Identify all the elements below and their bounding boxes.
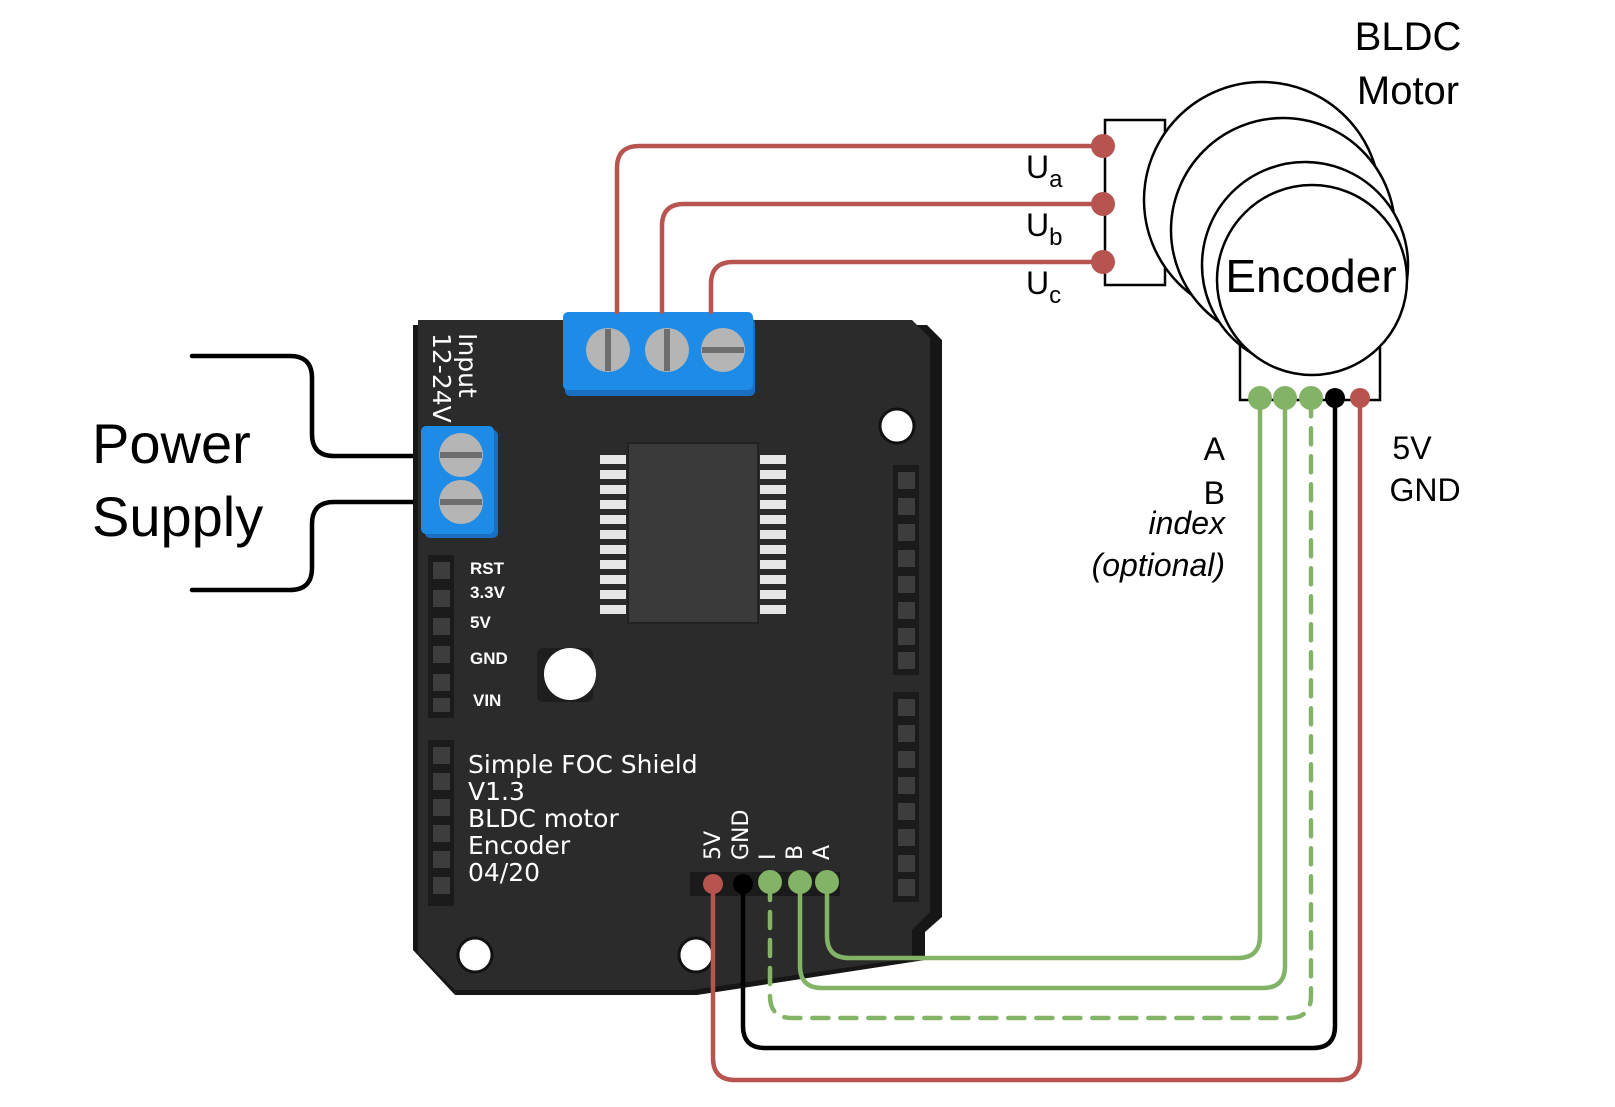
phase-b-label: Ub — [1026, 207, 1062, 251]
phase-a-label: Ua — [1026, 149, 1063, 193]
encoder-pin-a — [1248, 386, 1272, 410]
encoder-gnd-wire — [740, 395, 1338, 1051]
encoder-a-wire — [824, 395, 1263, 961]
bldc-motor: Encoder BLDC Motor — [1103, 15, 1462, 402]
phase-c-connector — [1091, 250, 1115, 274]
encoder-pin-b — [1273, 386, 1297, 410]
encoder-disc-front — [1215, 183, 1409, 377]
pin-label-rst: RST — [470, 559, 505, 578]
right-header-digital-low — [893, 692, 919, 902]
encoder-optional-label: (optional) — [1092, 547, 1225, 583]
header-label-5v: 5V — [701, 831, 726, 860]
encoder-index-label: index — [1149, 505, 1227, 541]
input-label-line1: Input — [453, 333, 482, 398]
pin-label-5v: 5V — [470, 613, 491, 632]
power-supply-line2: Supply — [92, 485, 263, 548]
encoder-5v-wire — [710, 395, 1363, 1083]
header-pin-index — [758, 870, 782, 894]
pin-label-vin: VIN — [473, 691, 501, 710]
pin-label-gnd: GND — [470, 649, 508, 668]
left-header-power — [428, 555, 454, 718]
board-title-line1: Simple FOC Shield — [468, 750, 698, 779]
header-pin-a — [815, 870, 839, 894]
left-header-analog — [428, 740, 454, 906]
encoder-index-wire — [767, 395, 1314, 1021]
header-label-i: I — [756, 854, 781, 861]
header-label-gnd: GND — [729, 810, 754, 860]
motor-title-line1: BLDC — [1355, 15, 1462, 59]
board-title-line4: Encoder — [468, 831, 571, 860]
phase-a-wire — [614, 143, 1106, 315]
encoder-pin-gnd — [1325, 388, 1345, 408]
encoder-b-wire — [797, 395, 1288, 991]
mounting-hole — [456, 936, 494, 974]
encoder-pin-index — [1299, 386, 1323, 410]
simple-foc-shield: RST 3.3V 5V GND VIN Input 12-24V Simple … — [413, 320, 942, 995]
board-title-line3: BLDC motor — [468, 804, 619, 833]
encoder-a-label: A — [1204, 431, 1226, 467]
power-wire-negative — [189, 499, 453, 593]
phase-c-wire — [708, 259, 1106, 315]
header-label-a: A — [810, 845, 835, 860]
driver-chip — [600, 442, 786, 624]
header-pin-b — [788, 870, 812, 894]
encoder-gnd-label: GND — [1389, 472, 1460, 508]
mounting-hole — [677, 936, 715, 974]
board-body — [418, 320, 930, 990]
power-supply-line1: Power — [92, 412, 251, 475]
encoder-5v-label: 5V — [1392, 430, 1432, 466]
motor-title-line2: Motor — [1357, 69, 1459, 113]
header-pin-5v — [703, 874, 723, 894]
board-title-line2: V1.3 — [468, 777, 525, 806]
phase-c-label: Uc — [1026, 265, 1061, 309]
mounting-hole — [878, 407, 916, 445]
pin-label-3v3: 3.3V — [470, 583, 506, 602]
power-wire-positive — [189, 353, 453, 459]
encoder-label: Encoder — [1225, 250, 1396, 302]
header-pin-gnd — [733, 874, 753, 894]
reset-button — [537, 648, 596, 702]
power-terminal-block — [421, 426, 498, 538]
right-header-digital-high — [893, 465, 919, 675]
header-label-b: B — [783, 845, 808, 860]
motor-terminal-block — [563, 312, 755, 396]
encoder-b-label: B — [1204, 475, 1225, 511]
encoder-pin-5v — [1350, 388, 1370, 408]
phase-a-connector — [1091, 134, 1115, 158]
phase-b-connector — [1091, 192, 1115, 216]
input-label-line2: 12-24V — [427, 333, 456, 423]
phase-b-wire — [659, 201, 1106, 315]
board-title-line5: 04/20 — [468, 858, 540, 887]
